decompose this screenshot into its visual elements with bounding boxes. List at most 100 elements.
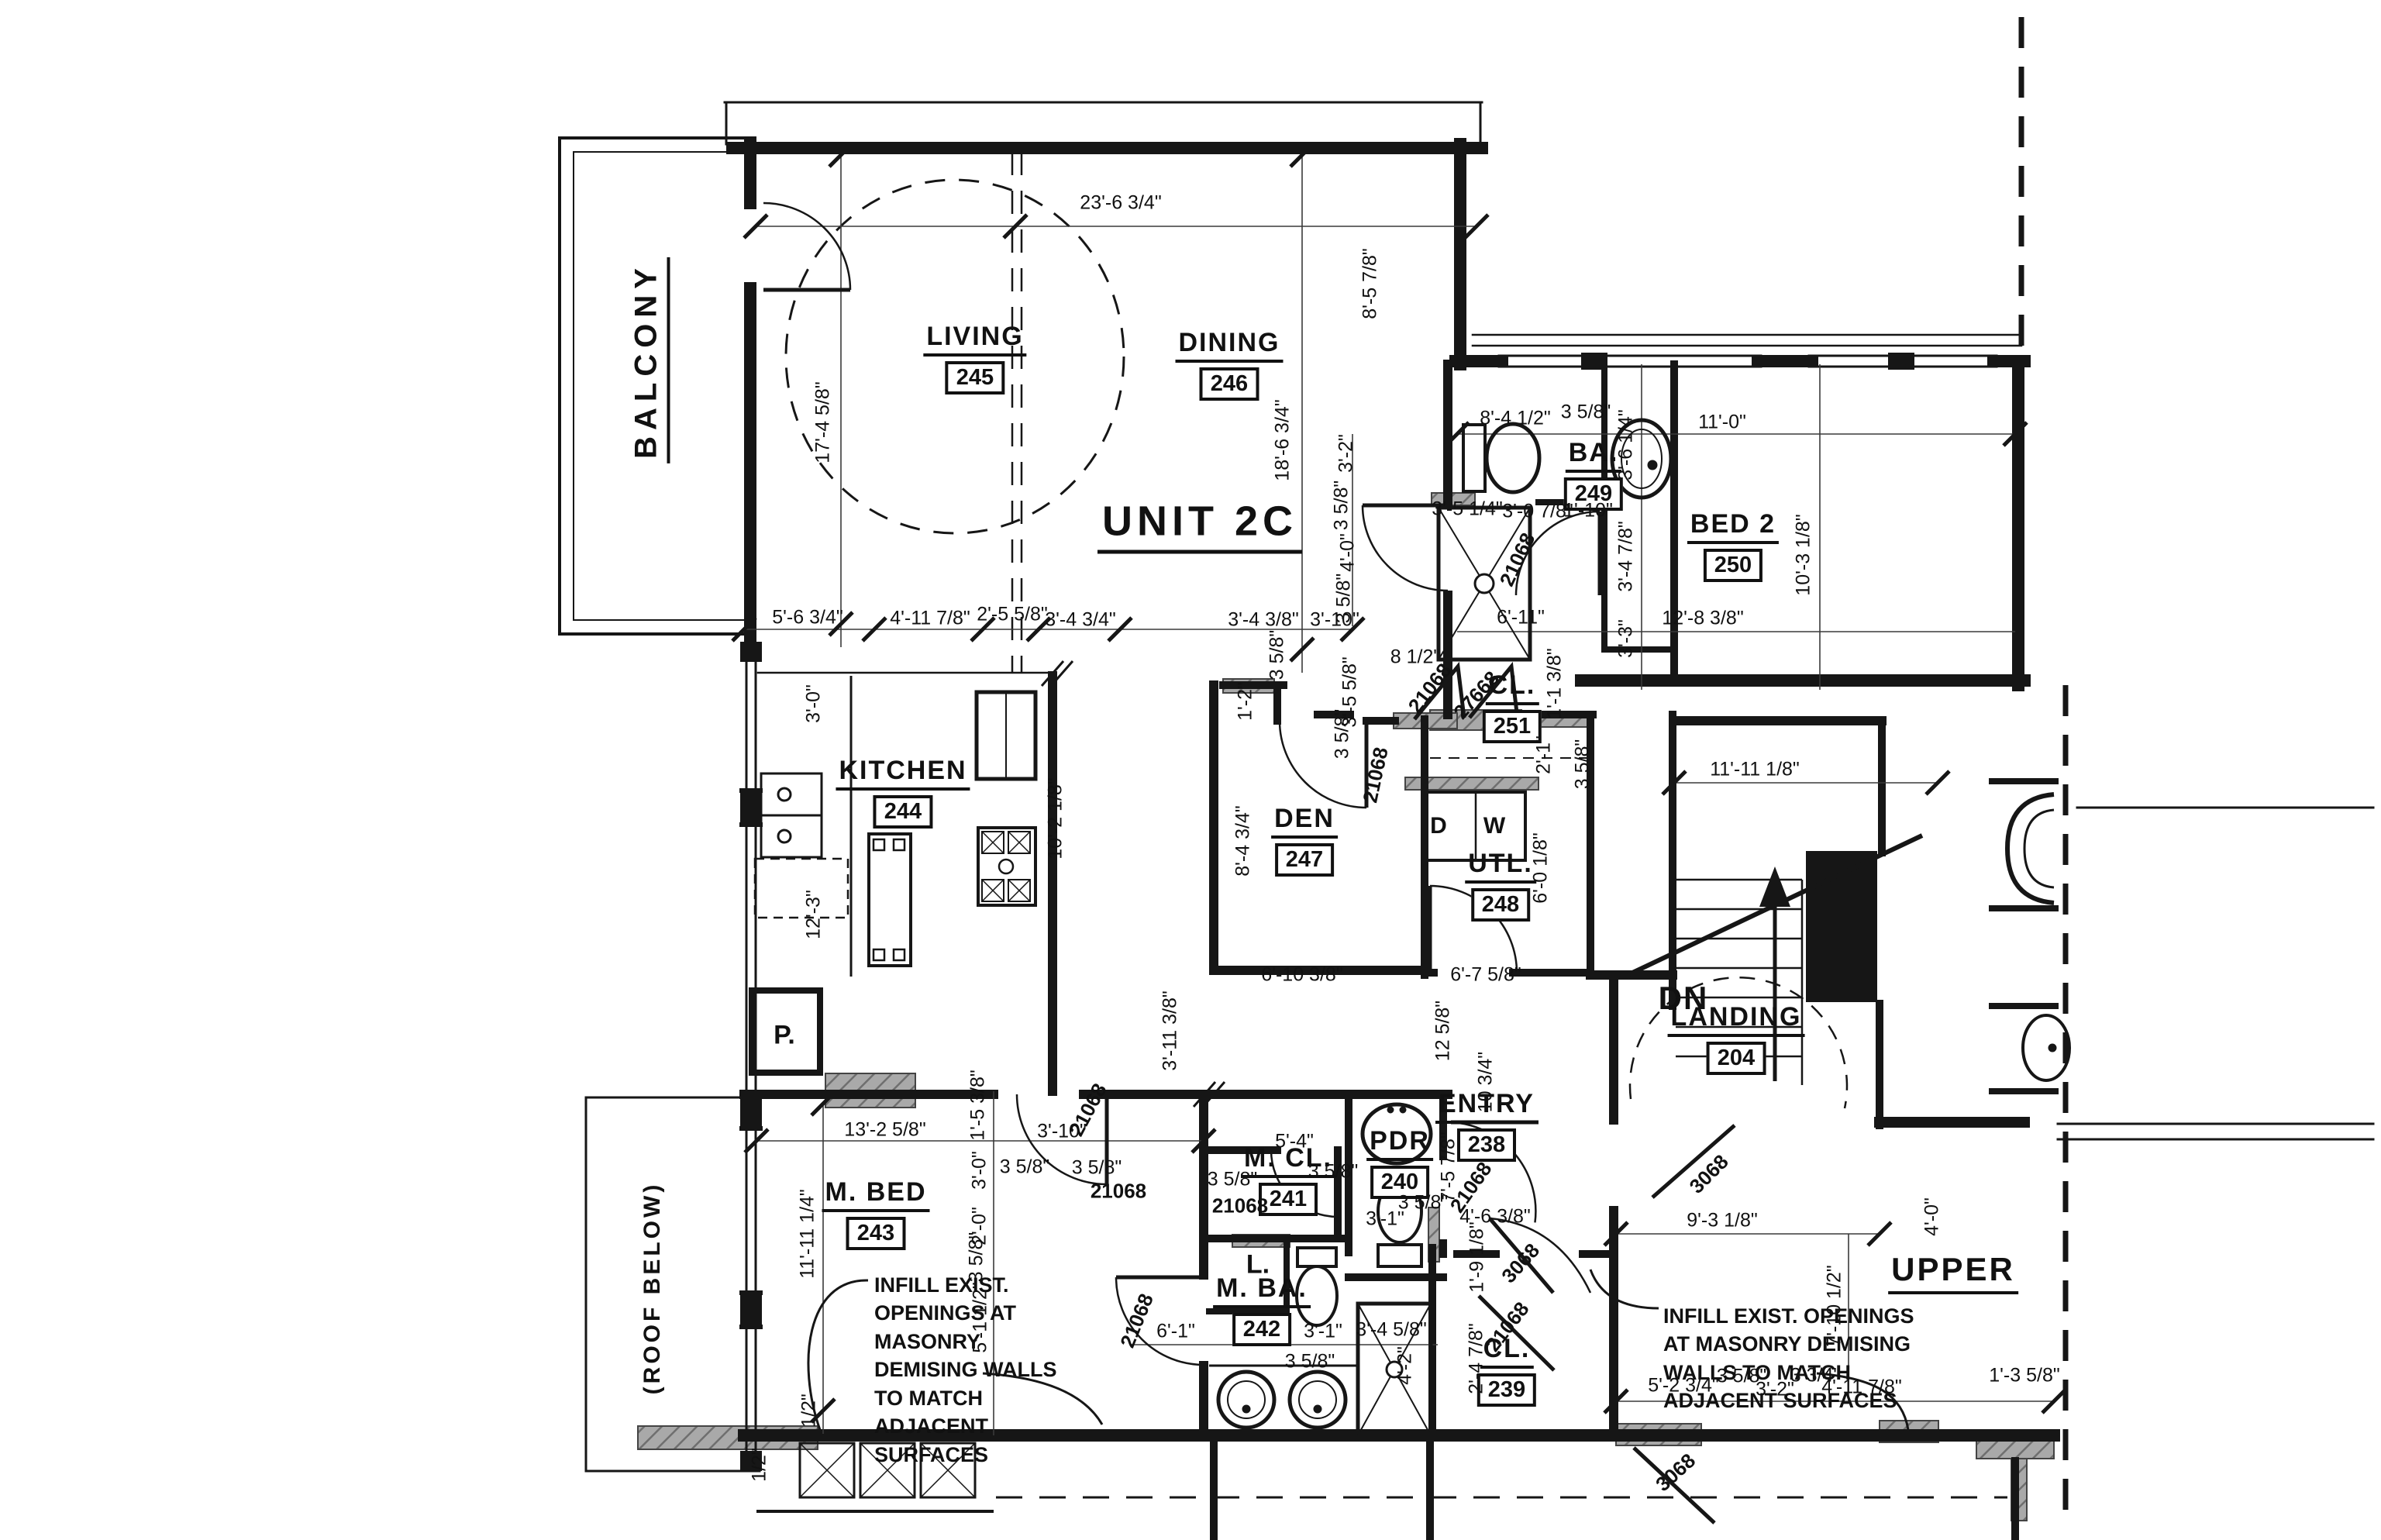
door-size-tag: 21068: [1494, 529, 1540, 590]
dim-label: 4'-6 3/8": [1459, 1205, 1531, 1228]
dishwasher-icon: [753, 857, 849, 919]
dim-label: 1'-3 5/8": [1989, 1364, 2060, 1387]
room-label-ba-249: BA.249: [1563, 438, 1624, 511]
living-dashed-circle: [784, 178, 1125, 535]
stairs: [1626, 833, 1924, 1085]
note-line: SURFACES: [874, 1442, 989, 1466]
label-dn: DN: [1658, 980, 1709, 1016]
room-label-m-ba-242: M. BA.242: [1213, 1273, 1311, 1346]
room-name: M. BED: [822, 1177, 930, 1212]
note-line: INFILL EXIST. OPENINGS: [1663, 1304, 1914, 1328]
dim-label: 3'-4 3/8": [1228, 608, 1299, 631]
dim-label: 3 5/8": [1266, 629, 1288, 680]
room-label-cl-251: CL. 251: [1482, 670, 1542, 743]
room-name: KITCHEN: [836, 756, 970, 791]
landing-swing-dashed-arc: [1628, 977, 1849, 1109]
dim-label: 3'-0 7/8": [1502, 500, 1573, 522]
room-name: LIVING: [923, 322, 1027, 357]
walls: [558, 101, 2375, 1540]
room-number-box: 248: [1470, 888, 1531, 922]
dim-label: 23'-6 3/4": [1080, 191, 1162, 214]
dim-label: 3'-0": [802, 684, 825, 723]
wall-mullion-blocks: [740, 353, 1914, 1471]
door-size-tag: 21068: [1090, 1179, 1147, 1203]
dim-label: 10 3/4": [1474, 1051, 1497, 1113]
dim-label: 3 5/8": [1284, 1350, 1335, 1373]
room-number-box: 242: [1232, 1313, 1292, 1346]
dim-label: 10'-2 1/8": [1044, 777, 1066, 860]
dim-label: 12'-8 3/8": [1662, 607, 1744, 629]
room-number-box: 251: [1482, 710, 1542, 743]
dim-label: 3'-10": [1037, 1120, 1087, 1142]
note-line: WALLS TO MATCH: [1663, 1360, 1851, 1384]
dim-label: 5'-2 3/4": [1648, 1374, 1719, 1397]
note-leaders: [807, 1269, 1910, 1431]
dim-label: 3'-4 7/8": [1614, 521, 1637, 592]
dim-label: 3 5/8": [1331, 708, 1353, 760]
dim-label: 6'-1": [1156, 1320, 1195, 1342]
room-name: CL.: [1485, 670, 1539, 705]
dim-label: 2'-1": [1532, 736, 1555, 774]
room-name: PDR: [1366, 1126, 1433, 1161]
dim-label: 12 5/8": [1432, 1000, 1454, 1062]
dim-label: 13'-2 5/8": [844, 1118, 926, 1141]
dim-label: 9'-3 1/8": [1687, 1209, 1758, 1232]
dim-label: 1/2": [748, 1448, 770, 1482]
room-name: DINING: [1175, 328, 1284, 363]
room-name: DEN: [1271, 804, 1338, 839]
dim-label: 3'-4 5/8": [1356, 1318, 1427, 1341]
door-size-tag: 21068: [1115, 1290, 1158, 1351]
dim-label: 5'-6 3/4": [772, 606, 843, 629]
dim-label: 11'-0": [1698, 411, 1746, 433]
dim-label: 8'-5 7/8": [1359, 248, 1381, 319]
dim-label: 3 5/8": [1716, 1365, 1767, 1387]
room-number-box: 204: [1706, 1042, 1766, 1075]
dim-label: 10'-3 1/8": [1792, 514, 1814, 596]
note-line: ADJACENT SURFACES: [1663, 1389, 1897, 1413]
label-balcony: BALCONY: [629, 257, 670, 463]
dim-label: 6'-0 1/8": [1529, 832, 1552, 904]
dim-label: 4'-11 7/8": [1821, 1376, 1902, 1398]
dim-label: 4'-2": [1394, 1346, 1416, 1385]
note-line: MASONRY: [874, 1329, 981, 1353]
dim-label: 2'-5 5/8": [977, 603, 1048, 625]
kitchen-sink-icon: [760, 772, 823, 859]
closet-bifold-doors: [1413, 661, 1520, 721]
room-number-box: 239: [1476, 1373, 1537, 1407]
dim-label: 3'-2": [1335, 434, 1357, 473]
room-name: LANDING: [1667, 1002, 1805, 1037]
sink-icon: [1610, 418, 1673, 500]
dim-label: 3'-1": [1366, 1208, 1404, 1230]
room-label-m-cl-241: M. CL. 241: [1241, 1143, 1335, 1216]
dim-label: 8 1/2": [1390, 646, 1441, 668]
mba-toilet-icon: [1295, 1246, 1339, 1327]
dim-label: 3 5/8": [1560, 401, 1611, 423]
fridge-icon: [974, 690, 1038, 781]
note-line: AT MASONRY DEMISING: [1663, 1332, 1911, 1356]
dim-label: 3 5/8": [1071, 1156, 1122, 1179]
room-number-box: 247: [1274, 843, 1335, 877]
label-p: P.: [774, 1020, 795, 1050]
room-number-box: 241: [1258, 1183, 1318, 1216]
note-line: OPENINGS AT: [874, 1301, 1017, 1325]
dim-label: 11'-11 1/8": [1710, 758, 1800, 780]
stove-icon: [977, 826, 1037, 907]
label-l: L.: [1246, 1249, 1270, 1280]
door-size-tag: 3068: [1684, 1149, 1733, 1198]
note-line: TO MATCH: [874, 1386, 983, 1410]
door-size-tag: 3068: [1497, 1239, 1545, 1288]
room-name: M. CL.: [1241, 1143, 1335, 1178]
washer-dryer-icon: [1425, 791, 1527, 862]
room-label-cl-239: CL.239: [1476, 1334, 1537, 1407]
dim-label: 3'-3": [1614, 619, 1637, 658]
dim-label: 1'-10": [1563, 499, 1613, 522]
dim-label: 3 5/8": [999, 1156, 1050, 1178]
dim-label: 3 3/4": [1790, 1364, 1841, 1387]
dim-label: 18'-6 3/4": [1271, 399, 1294, 481]
